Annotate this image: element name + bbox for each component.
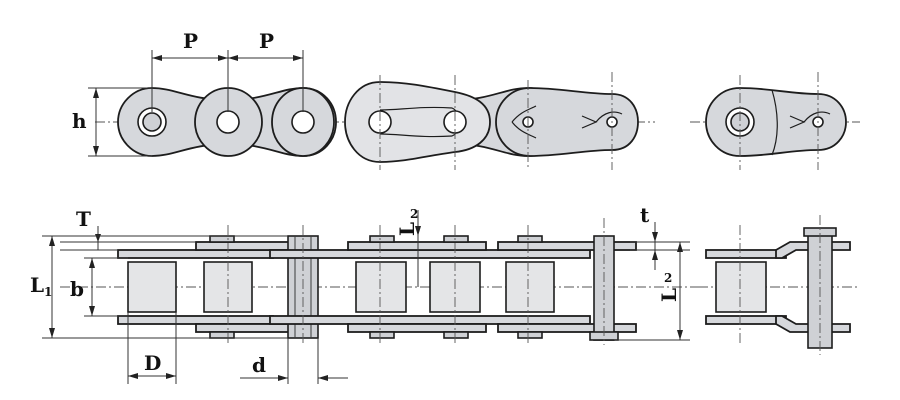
connecting-pin [593,235,615,341]
chain-front-view [95,72,655,170]
pin-head [369,235,395,243]
pin-diameter-dimension: d [240,338,348,384]
length-2-top-subscript: 2 [410,207,418,221]
plate-thickness-label: T [76,207,91,231]
length-2-top-label: L [395,222,419,236]
pin-head [443,235,469,243]
chain-end-plan-view [698,215,860,355]
inner-plate-bottom [269,315,591,325]
pin-head [209,235,235,243]
chain-end-view [690,72,860,170]
bushing-ring [142,112,162,132]
plate-thickness-dimension: T [60,207,196,251]
length-2-side-label: L [657,288,681,302]
inner-plate-bottom [705,315,787,325]
outer-plate-top [347,241,487,251]
roller [505,261,555,313]
outer-plate-top [497,241,637,251]
thin-plate-label: t [640,203,650,227]
inner-plate-top [705,249,787,259]
pin-head [369,331,395,339]
inner-plate-bottom [117,315,274,325]
length-2-side-subscript: 2 [664,271,672,285]
pin-head [443,331,469,339]
length-2-top-dimension: L 2 [395,207,421,287]
roller-diameter-label: D [144,351,161,375]
length-1-label: L [30,273,44,297]
inner-plate-top [269,249,591,259]
height-label: h [72,109,87,133]
roller [355,261,407,313]
inner-plate-top [117,249,274,259]
inner-width-label: b [70,277,84,301]
pitch-label: P [183,29,198,53]
cotter-pin-icon [581,111,623,129]
roller-diameter-dimension: D [127,312,177,384]
cotter-pin-icon [511,105,537,139]
pin-hole [216,110,240,134]
length-2-side-dimension: L 2 [614,242,690,341]
height-dimension: h [72,87,152,157]
pitch-label: P [259,29,274,53]
roller [715,261,767,313]
chain-plan-view [60,218,700,345]
length-1-subscript: 1 [44,285,52,299]
pin-head [209,331,235,339]
pin-head [517,331,543,339]
pin-head [517,235,543,243]
roller [127,261,177,313]
thin-plate-dimension: t [630,203,690,270]
inner-width-dimension: b [70,257,128,317]
pin-diameter-label: d [252,353,266,377]
outer-plate-bottom [347,323,487,333]
outer-plate-bottom [497,323,637,333]
cotter-pin-icon [789,111,831,129]
pitch-dimension: P P [151,29,304,112]
pin-hole [291,110,315,134]
length-1-dimension: L 1 [30,235,288,339]
offset-link-plate [344,81,491,163]
